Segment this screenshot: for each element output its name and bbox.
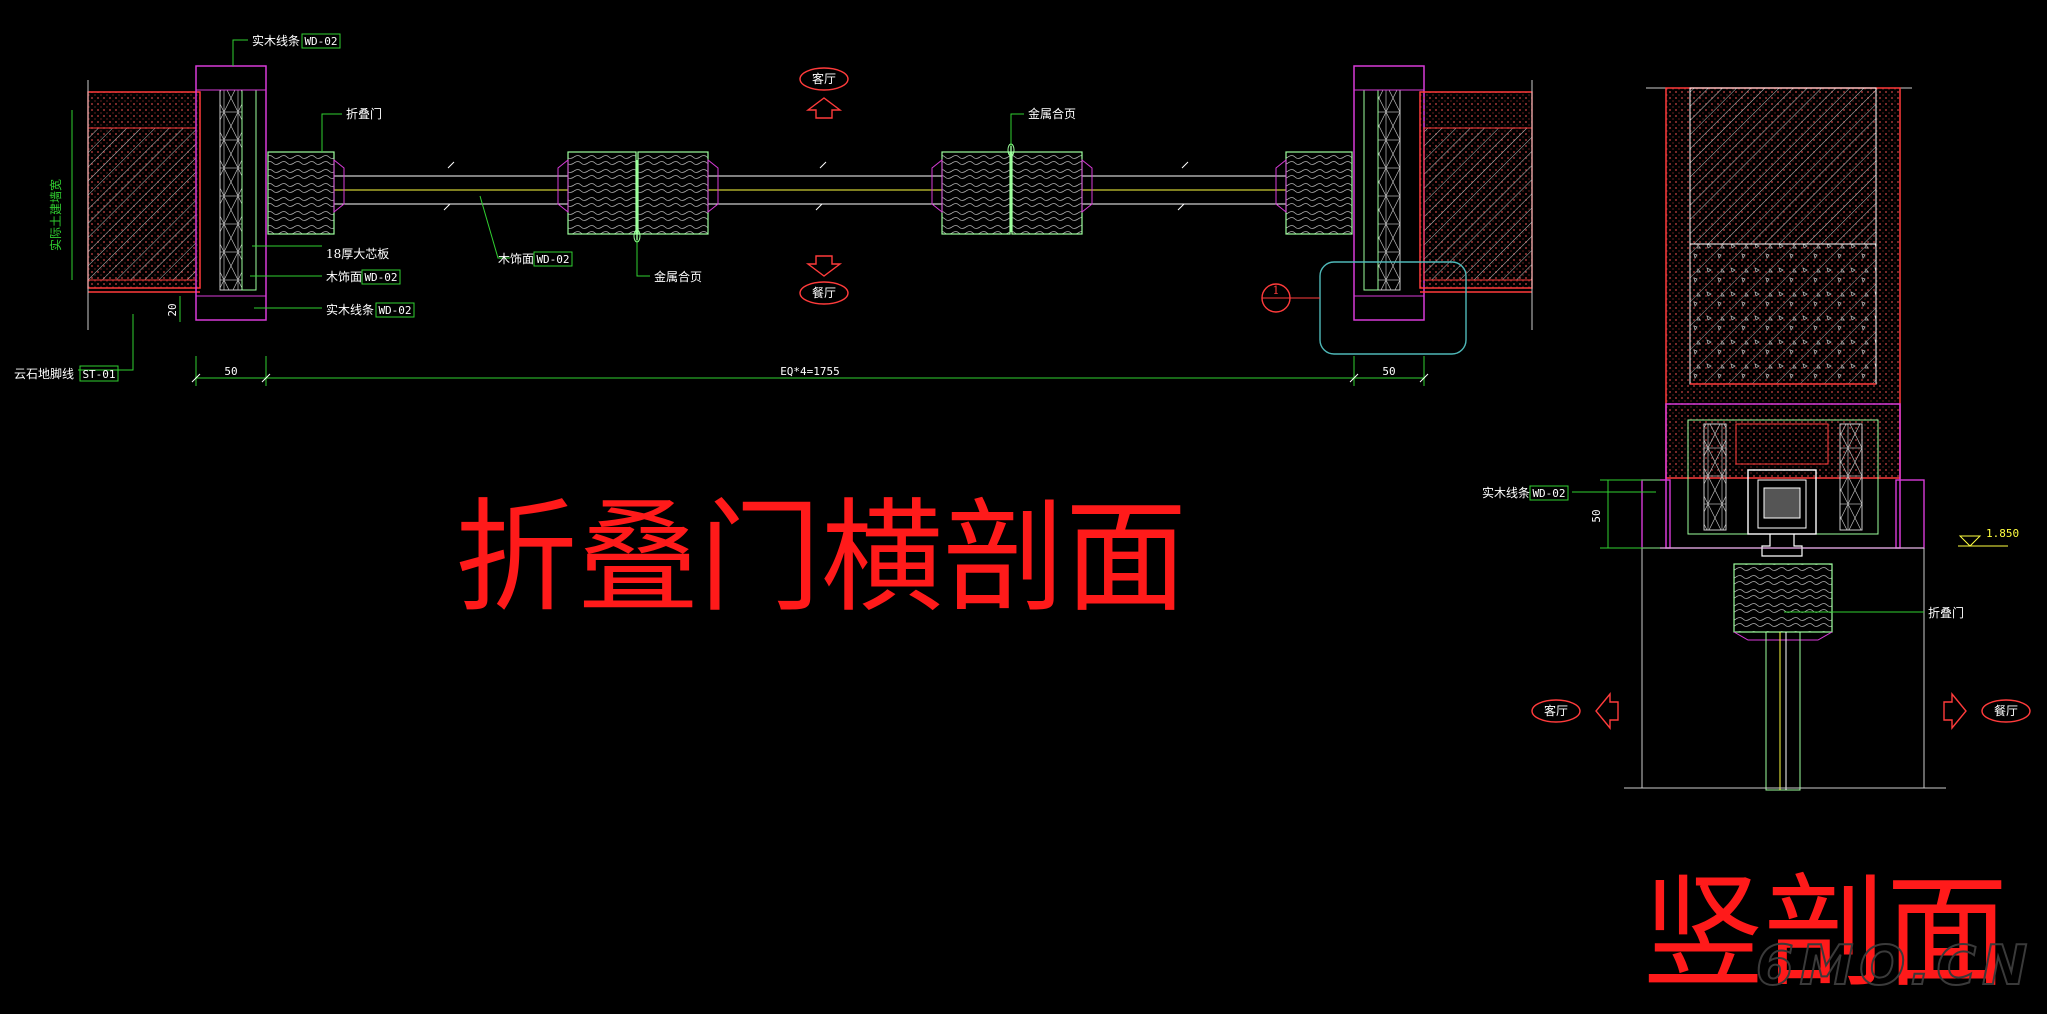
detail-marker: 1 xyxy=(1261,283,1320,313)
arrow-left-icon xyxy=(1595,692,1619,730)
detail-marker-number: 1 xyxy=(1273,284,1280,297)
level-marker: 1.850 xyxy=(1958,527,2019,547)
label-v-solid-wood-strip: 实木线条 xyxy=(1482,485,1530,500)
label-solid-wood-strip-top: 实木线条 xyxy=(252,33,300,48)
tag-box-stone: ST-01 xyxy=(79,365,119,382)
tag-wd02-top: WD-02 xyxy=(304,35,337,48)
tag-box-bottom: WD-02 xyxy=(375,302,415,318)
tag-v-wd02: WD-02 xyxy=(1532,487,1565,500)
label-wall-width: 实际土建墙宽 xyxy=(48,179,63,251)
arrow-up-icon xyxy=(805,97,843,119)
label-solid-wood-strip-bottom: 实木线条 xyxy=(326,302,374,317)
label-18mm-board: 18厚大芯板 xyxy=(326,247,389,261)
room-label-bottom: 餐厅 xyxy=(812,285,836,300)
label-v-folding-door: 折叠门 xyxy=(1928,605,1964,620)
label-stone-skirting: 云石地脚线 xyxy=(14,366,74,381)
tag-box-veneer: WD-02 xyxy=(361,269,401,285)
room-marker-top: 客厅 xyxy=(799,67,849,119)
v-room-marker-right: 餐厅 xyxy=(1943,692,2031,730)
arrow-down-icon xyxy=(805,255,843,277)
label-metal-hinge-bottom: 金属合页 xyxy=(654,269,702,284)
room-marker-bottom: 餐厅 xyxy=(799,255,849,305)
vertical-section-title: 竖剖面 xyxy=(1642,862,2008,1004)
tag-wd02-veneer: WD-02 xyxy=(364,271,397,284)
v-room-label-right: 餐厅 xyxy=(1994,703,2018,718)
right-jamb xyxy=(1353,65,1425,321)
right-wall xyxy=(1419,80,1533,330)
label-wood-veneer-mid: 木饰面 xyxy=(498,252,534,266)
v-room-marker-left: 客厅 xyxy=(1531,692,1619,730)
label-metal-hinge-top: 金属合页 xyxy=(1028,106,1076,121)
left-wall xyxy=(87,80,201,330)
dim-small-vertical: 20 xyxy=(166,303,179,316)
vertical-section: 实木线条 WD-02 折叠门 50 1.850 客厅 餐厅 竖剖面 xyxy=(1482,87,2031,1004)
detail-callout-box xyxy=(1319,261,1467,355)
room-label-top: 客厅 xyxy=(812,71,836,86)
vertical-leader-lines xyxy=(1572,479,1924,613)
left-jamb xyxy=(195,65,267,321)
label-folding-door: 折叠门 xyxy=(346,106,382,121)
horizontal-section-title: 折叠门横剖面 xyxy=(455,487,1187,629)
arrow-right-icon xyxy=(1943,692,1967,730)
label-wood-veneer: 木饰面 xyxy=(326,270,362,284)
dim-left: 50 xyxy=(224,365,237,378)
v-room-label-left: 客厅 xyxy=(1544,703,1568,718)
level-value: 1.850 xyxy=(1986,527,2019,540)
dimension-line xyxy=(179,296,1429,386)
leader-lines xyxy=(71,39,1024,371)
door-panels xyxy=(267,143,1353,243)
tag-st01: ST-01 xyxy=(82,368,115,381)
watermark: 6MO.CN xyxy=(1756,934,2033,997)
horizontal-section: 1 客厅 餐厅 实木线条 WD-02 xyxy=(14,33,1533,629)
dim-v-50: 50 xyxy=(1590,509,1603,522)
dim-middle: EQ*4=1755 xyxy=(780,365,840,378)
tag-box-veneer-mid: WD-02 xyxy=(533,251,573,267)
tag-box-v: WD-02 xyxy=(1529,485,1569,501)
tag-box-top: WD-02 xyxy=(301,33,341,49)
tag-wd02-bottom: WD-02 xyxy=(378,304,411,317)
dim-right: 50 xyxy=(1382,365,1395,378)
tag-wd02-mid: WD-02 xyxy=(536,253,569,266)
